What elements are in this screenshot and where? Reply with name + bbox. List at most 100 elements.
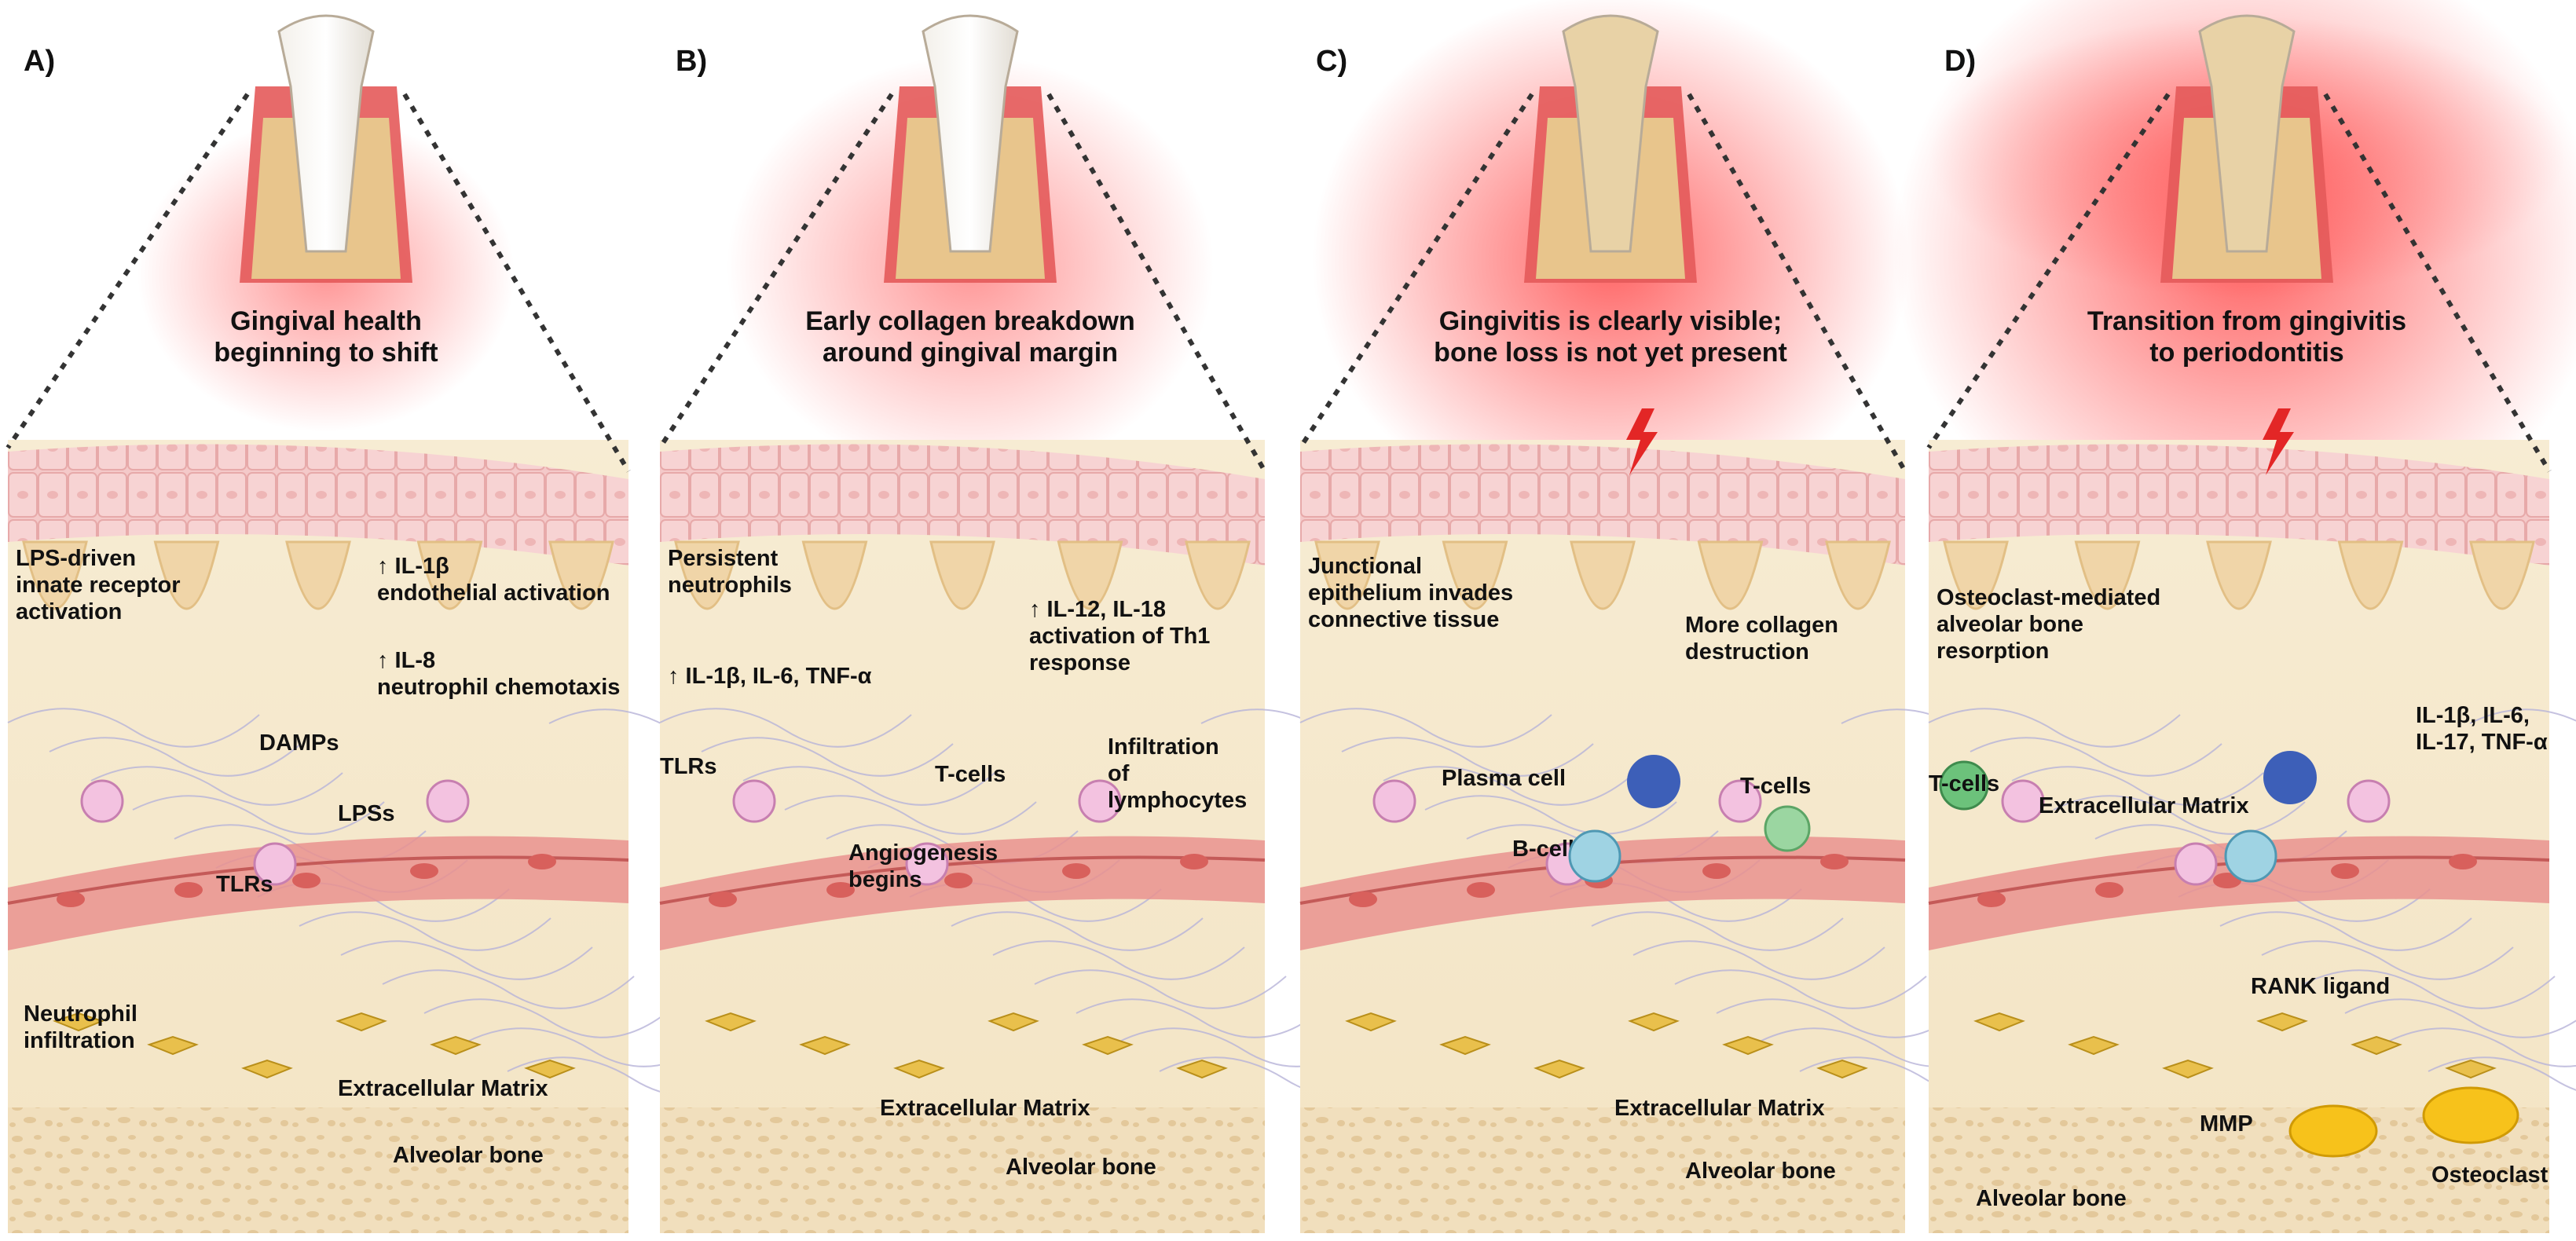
annotation-ecm: Extracellular Matrix — [1614, 1096, 1825, 1121]
tooth — [1562, 14, 1659, 253]
panel-title-line: beginning to shift — [214, 338, 438, 368]
collagen-fiber — [2053, 795, 2306, 835]
red-blood-cell — [1349, 891, 1377, 907]
rete-peg — [2337, 540, 2404, 610]
red-blood-cell — [1977, 891, 2006, 907]
rete-peg — [1185, 540, 1251, 610]
annotation-il8-line: ↑ IL-8 — [377, 648, 435, 673]
blood-vessel — [8, 836, 628, 950]
annotation-damps: DAMPs — [259, 730, 339, 756]
epithelium — [8, 444, 628, 566]
collagen-fiber — [1591, 911, 1844, 951]
annotation-bone-line: Alveolar bone — [1006, 1155, 1156, 1180]
annotation-persistent-line: Persistent — [668, 546, 779, 571]
collagen-fiber — [2344, 998, 2576, 1038]
rete-peg — [1314, 540, 1380, 610]
rete-peg — [801, 540, 868, 610]
panel-title-line: around gingival margin — [823, 338, 1118, 368]
annotation-tcells: T-cells — [1929, 771, 1999, 796]
panel-label: C) — [1316, 45, 1347, 78]
red-blood-cell — [944, 873, 973, 888]
lightning-bolt-icon — [1626, 408, 1658, 475]
fibroblast — [2162, 1059, 2214, 1079]
collagen-fiber — [742, 766, 995, 806]
rete-peg — [1442, 540, 1508, 610]
annotation-angiogenesis-line: begins — [848, 867, 922, 892]
t-cell — [1939, 760, 1989, 811]
neutrophil — [80, 779, 124, 823]
annotation-ecm: Extracellular Matrix — [880, 1096, 1090, 1121]
epithelium — [1300, 444, 1905, 566]
neutrophil — [1718, 779, 1762, 823]
annotation-bone: Alveolar bone — [1976, 1186, 2127, 1211]
annotation-tcells: T-cells — [1740, 774, 1811, 799]
annotation-plasma: Plasma cell — [1442, 766, 1566, 791]
alveolar-bone — [8, 1107, 628, 1233]
collagen-fiber — [1928, 708, 2181, 748]
plasma-cell — [2263, 751, 2317, 804]
annotation-il1b-line: ↑ IL-1β — [377, 554, 449, 579]
rete-peg — [674, 540, 740, 610]
neutrophil — [1078, 779, 1122, 823]
annotation-ecm-line: Extracellular Matrix — [2039, 793, 2249, 818]
blood-vessel — [1300, 836, 1905, 950]
collagen-fiber — [2303, 969, 2556, 1009]
annotation-lpss: LPSs — [338, 801, 395, 826]
panel-label-line: B) — [676, 45, 707, 78]
annotation-osteoclast-line: Osteoclast — [2431, 1162, 2549, 1188]
annotation-angiogenesis-line: Angiogenesis — [848, 840, 998, 866]
panel-title-line: to periodontitis — [2149, 338, 2343, 368]
b-cell — [2224, 829, 2277, 883]
fibroblast — [893, 1059, 945, 1079]
collagen-fiber — [2386, 1027, 2576, 1067]
collagen-fiber — [659, 708, 912, 748]
collagen-fiber — [2219, 911, 2472, 951]
panel-title-line: bone loss is not yet present — [1434, 338, 1787, 368]
collagen-fiber — [1383, 766, 1636, 806]
rete-peg — [2469, 540, 2535, 610]
annotation-bone: Alveolar bone — [393, 1143, 544, 1168]
collagen-fiber — [49, 737, 302, 777]
collagen-fiber — [2469, 708, 2576, 724]
annotation-ecm-line: Extracellular Matrix — [1614, 1096, 1825, 1121]
rete-peg — [1943, 540, 2009, 610]
annotation-osteoclast-mediated-line: Osteoclast-mediated — [1937, 585, 2160, 610]
collagen-fiber — [1075, 998, 1328, 1038]
osteoclast — [2288, 1104, 2378, 1158]
annotation-il1b-line: ↑ IL-1β, IL-6, TNF-α — [668, 664, 872, 689]
annotation-persistent-line: neutrophils — [668, 573, 792, 598]
collagen-fiber — [2428, 1056, 2576, 1091]
neutrophil — [253, 842, 297, 886]
fibroblast — [2256, 1012, 2308, 1032]
alveolar-bone — [660, 1107, 1265, 1233]
panel-c: C)Gingivitis is clearly visible;bone los… — [1298, 0, 2094, 1233]
annotation-plasma-line: Plasma cell — [1442, 766, 1566, 791]
red-blood-cell — [1702, 863, 1731, 879]
annotation-collagen-line: destruction — [1685, 639, 1809, 664]
annotation-tlrs: TLRs — [660, 754, 717, 779]
annotation-il12-line: activation of Th1 — [1029, 624, 1210, 649]
panel-label-line: D) — [1944, 45, 1976, 78]
annotation-bone-line: Alveolar bone — [393, 1143, 544, 1168]
rete-peg — [1697, 540, 1764, 610]
fibroblast — [335, 1012, 387, 1032]
fibroblast — [1816, 1059, 1868, 1079]
fibroblast — [430, 1035, 482, 1056]
zoom-line-left — [5, 93, 250, 449]
annotation-osteoclast: Osteoclast — [2431, 1162, 2549, 1188]
annotation-bone-line: Alveolar bone — [1976, 1186, 2127, 1211]
annotation-tcells-line: T-cells — [935, 762, 1006, 787]
fibroblast — [524, 1059, 576, 1079]
annotation-lps-line: activation — [16, 599, 122, 624]
annotation-tlrs-line: TLRs — [660, 754, 717, 779]
annotation-mmp: MMP — [2200, 1111, 2253, 1137]
fibroblast — [1534, 1059, 1585, 1079]
fibroblast — [1082, 1035, 1134, 1056]
annotation-infiltration-line: Infiltration — [1108, 734, 1219, 760]
t-cell — [1764, 805, 1811, 852]
neutrophil — [426, 779, 470, 823]
